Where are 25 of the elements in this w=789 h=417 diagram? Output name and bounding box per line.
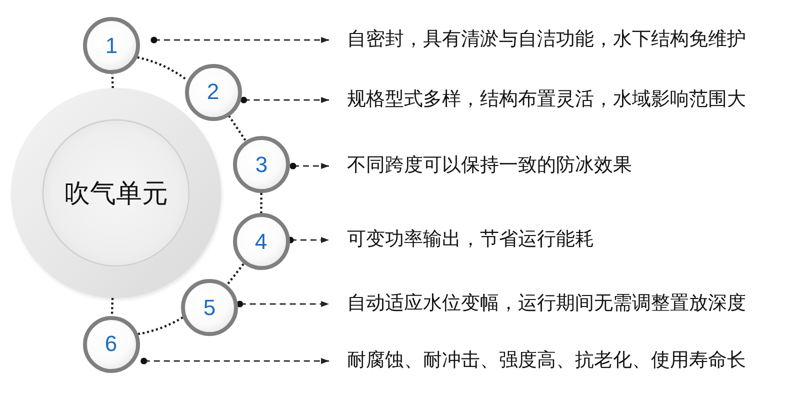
number-circle: 5 <box>181 279 238 336</box>
dotted-line <box>110 298 114 316</box>
dotted-line <box>260 193 262 213</box>
number-circle: 2 <box>184 64 242 120</box>
feature-text: 可变功率输出，节省运行能耗 <box>347 228 594 252</box>
feature-text: 规格型式多样，结构布置灵活，水域影响范围大 <box>347 88 746 112</box>
dotted-line <box>226 263 244 286</box>
feature-text: 自动适应水位变幅，运行期间无需调整置放深度 <box>347 292 746 316</box>
dotted-line <box>228 115 247 142</box>
feature-text: 自密封，具有清淤与自洁功能，水下结构免维护 <box>347 28 746 52</box>
number-circle: 1 <box>83 17 140 74</box>
arrow <box>287 236 329 244</box>
dotted-line <box>137 56 188 82</box>
dotted-line <box>111 74 114 88</box>
feature-text: 不同跨度可以保持一致的防冰效果 <box>347 154 632 178</box>
feature-text: 耐腐蚀、耐冲击、强度高、抗老化、使用寿命长 <box>347 349 746 373</box>
arrow <box>240 96 329 104</box>
dotted-line <box>138 316 184 336</box>
number-circle: 6 <box>82 316 140 372</box>
arrow <box>150 36 329 44</box>
arrow <box>140 358 329 364</box>
arrow <box>236 300 329 308</box>
arrow <box>290 162 329 170</box>
number-circle: 4 <box>232 213 290 270</box>
number-circle: 3 <box>233 136 290 193</box>
